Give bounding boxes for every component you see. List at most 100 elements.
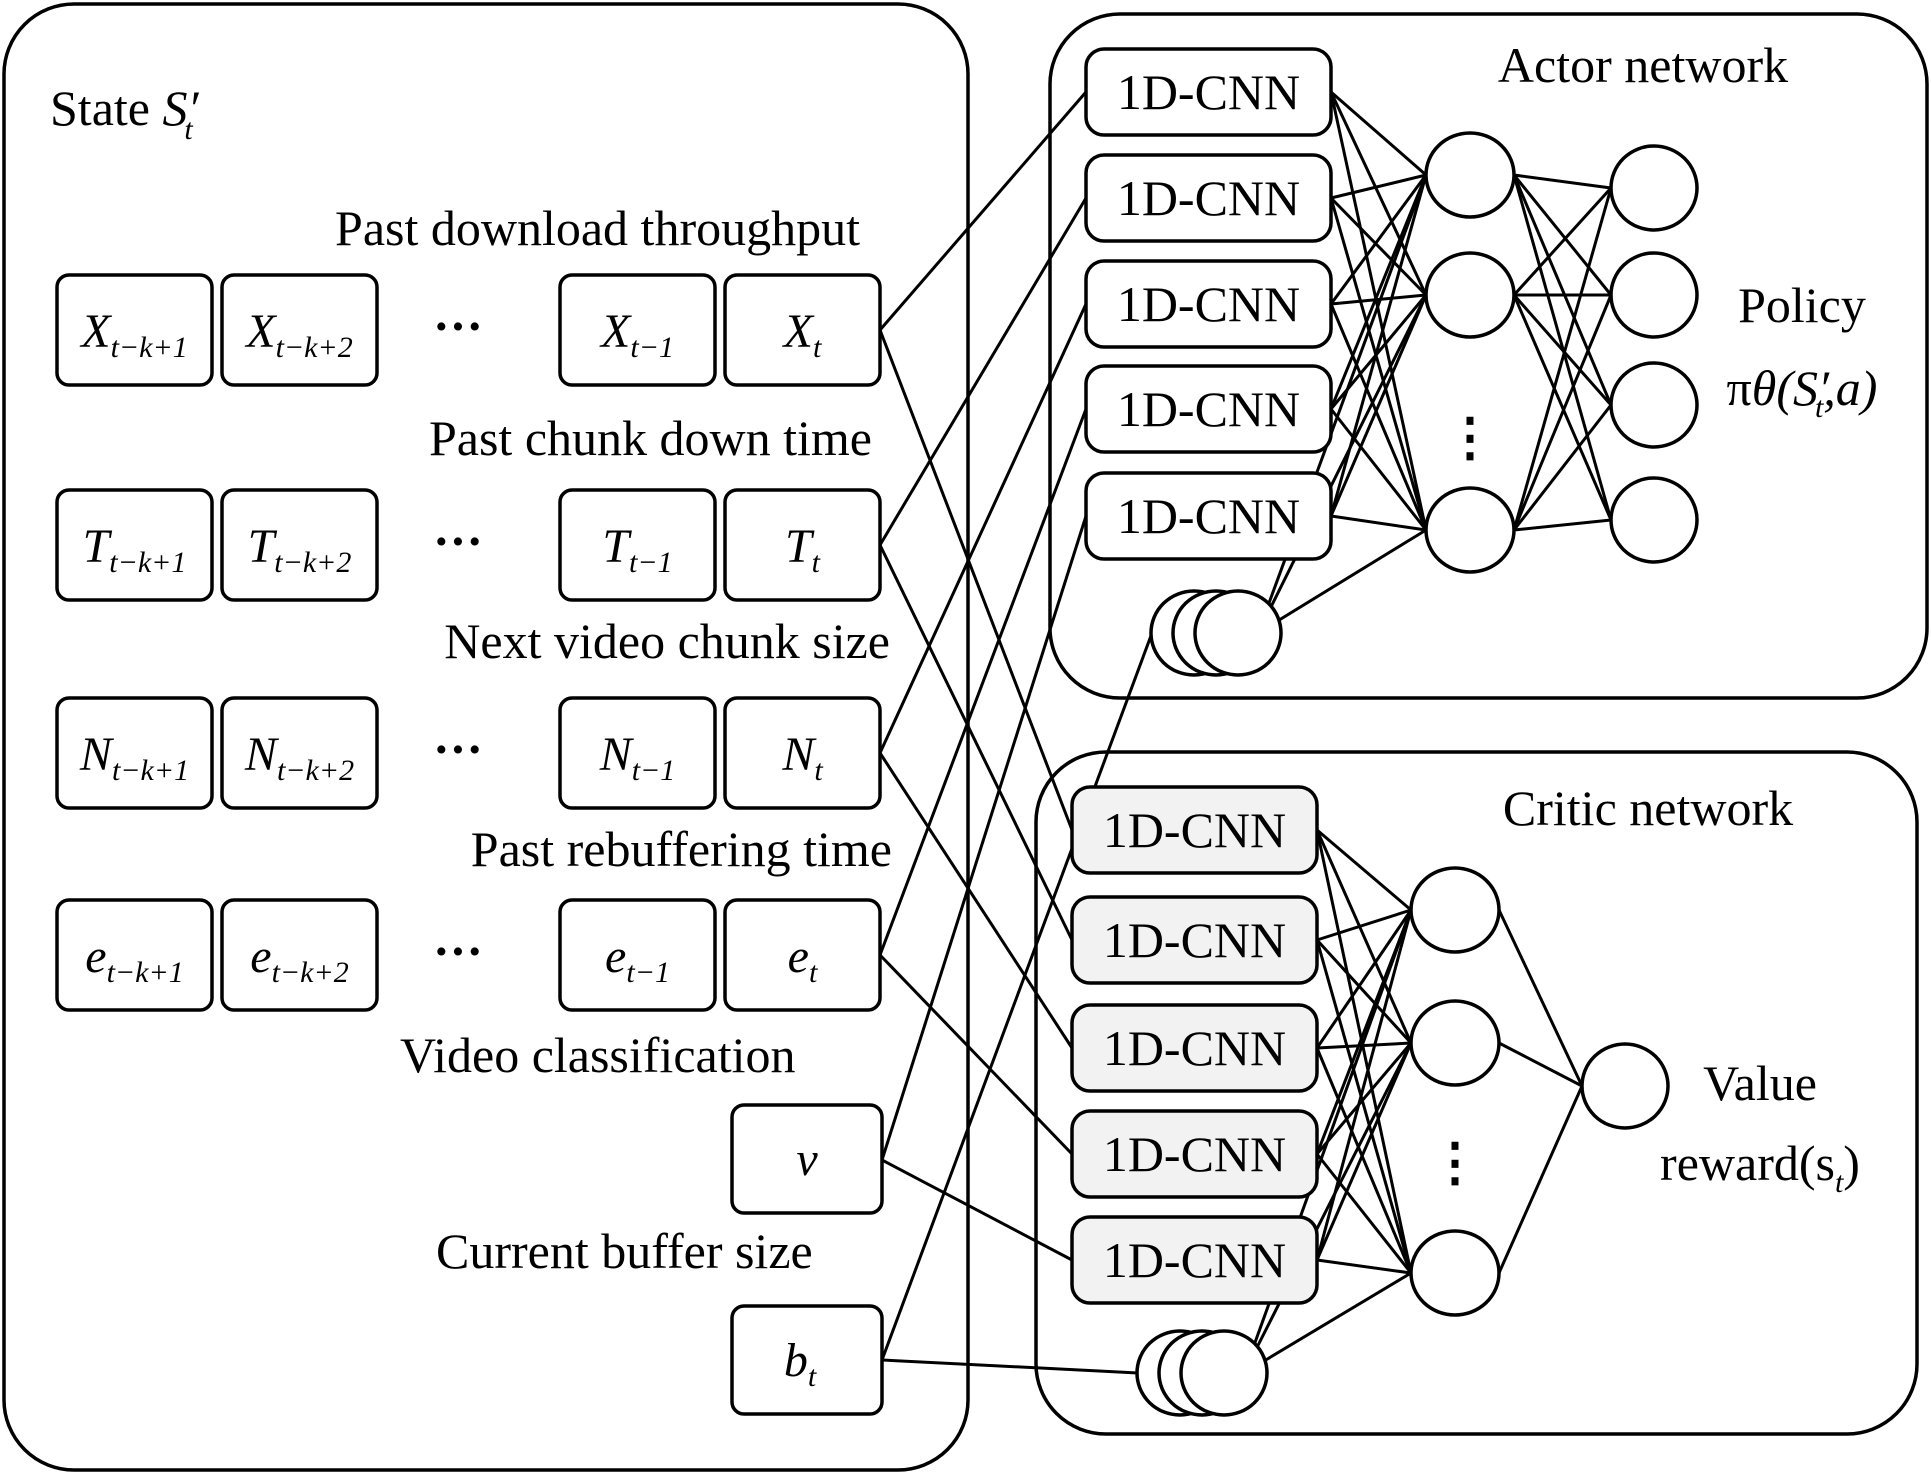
critic-output-node [1580,1042,1670,1130]
actor-cnn-label: 1D-CNN [1117,170,1300,226]
state-cell-value: Nt [781,728,823,787]
critic-cnn-label: 1D-CNN [1103,802,1286,858]
actor-cnn-box [1084,471,1333,561]
critic-dense-wire [1498,1041,1583,1088]
actor-dense-wire [1512,174,1613,521]
actor-title: Actor network [1498,37,1788,93]
actor-dense-wire [1330,293,1427,306]
actor-dense-wire [1512,294,1613,406]
actor-hidden-ellipsis: ⋮ [1444,410,1496,467]
actor-dense-wire [1512,294,1613,531]
state-to-cnn-wire [878,752,1074,1049]
actor-dense-wire [1256,294,1428,634]
critic-dense-wire [1497,909,1584,1087]
actor-output-node [1609,361,1699,449]
actor-scalar-input-node [1193,589,1283,677]
critic-dense-wire [1315,1042,1413,1155]
actor-dense-wire [1512,187,1613,531]
actor-cnn-box [1084,364,1333,454]
actor-dense-wire [1512,174,1613,406]
actor-hidden-node [1424,131,1516,219]
state-row-ellipsis: ··· [433,298,483,354]
state-cell-value: et−k+1 [85,930,183,989]
state-panel [2,2,970,1472]
state-row-ellipsis: ··· [433,721,483,777]
critic-cnn-box [1070,1215,1319,1305]
actor-output-node [1609,251,1699,339]
state-cell-value: Tt−k+1 [83,520,187,579]
critic-dense-wire [1315,829,1413,1044]
critic-dense-wire [1315,938,1413,1045]
critic-cnn-box [1070,895,1319,985]
critic-dense-wire [1315,1042,1413,1261]
actor-dense-wire [1329,197,1428,531]
critic-dense-wire [1316,1041,1412,1050]
critic-dense-wire [1315,829,1413,1274]
critic-dense-wire [1316,908,1412,942]
state-cell-box [558,696,717,810]
state-cell-box [55,273,214,387]
video-class-box [730,1103,884,1215]
critic-output-formula: reward(st) [1660,1135,1860,1199]
state-cell-box [55,696,214,810]
actor-cnn-label: 1D-CNN [1117,381,1300,437]
actor-dense-wire [1329,174,1428,305]
critic-panel [1034,750,1919,1436]
state-cell-box [220,273,379,387]
actor-cnn-label: 1D-CNN [1117,276,1300,332]
critic-cnn-box [1070,785,1319,875]
actor-dense-wire [1512,174,1613,296]
actor-cnn-box [1084,153,1333,243]
state-cell-value: Xt−1 [599,305,674,364]
critic-hidden-node [1409,1229,1501,1317]
critic-cnn-box [1070,1109,1319,1199]
critic-dense-wire [1316,828,1412,912]
critic-cnn-label: 1D-CNN [1103,1232,1286,1288]
state-cell-value: Nt−1 [599,728,676,787]
critic-cnn-label: 1D-CNN [1103,912,1286,968]
actor-dense-wire [1512,294,1613,521]
actor-cnn-label: 1D-CNN [1117,64,1300,120]
state-cell-box [723,898,882,1012]
actor-dense-wire [1512,404,1613,531]
critic-cnn-box [1070,1003,1319,1093]
actor-cnn-box [1084,47,1333,137]
state-to-cnn-wire [878,91,1088,331]
state-to-cnn-wire [878,329,1074,831]
critic-output-label: Value [1703,1055,1817,1111]
critic-scalar-input-node [1179,1329,1269,1417]
video-class-value: v [796,1133,818,1186]
state-row-ellipsis: ··· [433,923,483,979]
state-cell-box [723,273,882,387]
actor-dense-wire [1329,303,1428,531]
state-row-label: Past rebuffering time [471,821,892,877]
critic-dense-wire [1497,1085,1584,1274]
state-cell-box [220,696,379,810]
critic-cnn-label: 1D-CNN [1103,1126,1286,1182]
state-to-cnn-wire [881,1158,1073,1262]
state-cell-box [558,273,717,387]
critic-hidden-ellipsis: ⋮ [1429,1135,1481,1192]
state-cell-value: et [788,930,818,989]
buffer-label: Current buffer size [436,1223,813,1279]
actor-dense-wire [1330,173,1427,200]
state-row-ellipsis: ··· [433,513,483,569]
state-title: State S′t [50,80,199,146]
critic-dense-wire [1315,1047,1413,1274]
state-cell-box [723,696,882,810]
state-to-cnn-wire [878,544,1074,941]
actor-dense-wire [1330,514,1427,532]
critic-dense-wire [1242,1042,1413,1374]
buffer-box [730,1304,884,1416]
connection-lines [878,90,1613,1375]
actor-output-node [1609,476,1699,564]
actor-dense-wire [1329,196,1428,297]
state-row-label: Past download throughput [335,200,860,256]
state-cell-box [55,488,214,602]
critic-hidden-node [1409,999,1501,1087]
state-cell-box [55,898,214,1012]
critic-hidden-node [1409,866,1501,954]
